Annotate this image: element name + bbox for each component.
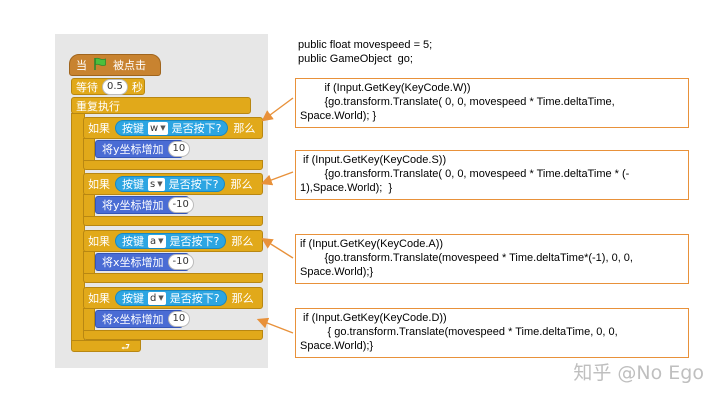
if-frame-bottom-w bbox=[83, 160, 263, 170]
key-label: 按键 bbox=[122, 178, 144, 191]
key-value: s bbox=[150, 178, 156, 190]
code-line: {go.transform.Translate( 0, 0, movespeed… bbox=[300, 168, 630, 180]
code-line: Space.World);} bbox=[300, 340, 374, 352]
code-line: {go.transform.Translate( 0, 0, movespeed… bbox=[300, 96, 615, 108]
change-y-block-w[interactable]: 将y坐标增加 10 bbox=[95, 140, 191, 158]
key-select-w[interactable]: w▼ bbox=[148, 121, 168, 135]
code-box-s: if (Input.GetKey(KeyCode.S)) {go.transfo… bbox=[295, 150, 689, 200]
watermark: 知乎 @No Ego bbox=[573, 362, 704, 384]
clicked-label: 被点击 bbox=[113, 59, 146, 72]
if-label: 如果 bbox=[88, 235, 110, 248]
loop-arrow-icon: ⮐ bbox=[121, 342, 130, 353]
code-line: if (Input.GetKey(KeyCode.A)) bbox=[300, 238, 444, 250]
code-line: public float movespeed = 5; bbox=[298, 39, 433, 51]
key-value: d bbox=[150, 292, 157, 304]
then-label: 那么 bbox=[230, 178, 253, 191]
code-line: Space.World);} bbox=[300, 266, 374, 278]
when-label: 当 bbox=[76, 59, 87, 72]
change-label: 将x坐标增加 bbox=[102, 313, 164, 326]
key-value: w bbox=[150, 122, 159, 134]
key-pressed-sensor-s[interactable]: 按键 s▼ 是否按下? bbox=[115, 176, 226, 192]
key-select-s[interactable]: s▼ bbox=[148, 177, 165, 191]
change-label: 将y坐标增加 bbox=[102, 143, 164, 156]
if-block-d[interactable]: 如果 按键 d▼ 是否按下? 那么 bbox=[83, 287, 263, 309]
change-x-block-d[interactable]: 将x坐标增加 10 bbox=[95, 310, 191, 328]
pressed-label: 是否按下? bbox=[171, 122, 222, 135]
dropdown-triangle-icon: ▼ bbox=[157, 179, 163, 188]
forever-block[interactable]: 重复执行 bbox=[71, 97, 251, 114]
key-label: 按键 bbox=[122, 292, 144, 305]
code-line: {go.transform.Translate(movespeed * Time… bbox=[300, 252, 633, 264]
change-value-input[interactable]: -10 bbox=[167, 254, 194, 270]
dropdown-triangle-icon: ▼ bbox=[158, 293, 164, 302]
arrow-d bbox=[256, 317, 294, 334]
key-pressed-sensor-w[interactable]: 按键 w▼ 是否按下? bbox=[115, 120, 229, 136]
code-line: 1),Space.World); } bbox=[300, 182, 393, 194]
wait-label: 等待 bbox=[76, 80, 98, 94]
if-label: 如果 bbox=[88, 122, 110, 135]
green-flag-icon bbox=[93, 57, 107, 74]
if-block-w[interactable]: 如果 按键 w▼ 是否按下? 那么 bbox=[83, 117, 263, 139]
dropdown-triangle-icon: ▼ bbox=[160, 123, 166, 132]
if-frame-bottom-a bbox=[83, 273, 263, 283]
if-label: 如果 bbox=[88, 292, 110, 305]
code-header: public float movespeed = 5; public GameO… bbox=[298, 38, 432, 66]
code-line: if (Input.GetKey(KeyCode.S)) bbox=[300, 154, 447, 166]
key-pressed-sensor-d[interactable]: 按键 d▼ 是否按下? bbox=[115, 290, 227, 306]
code-box-d: if (Input.GetKey(KeyCode.D)) { go.transf… bbox=[295, 308, 689, 358]
code-box-a: if (Input.GetKey(KeyCode.A)) {go.transfo… bbox=[295, 234, 689, 284]
key-label: 按键 bbox=[122, 235, 144, 248]
wait-block[interactable]: 等待 0.5 秒 bbox=[71, 78, 145, 95]
code-line: public GameObject go; bbox=[298, 53, 413, 65]
code-box-w: if (Input.GetKey(KeyCode.W)) {go.transfo… bbox=[295, 78, 689, 128]
change-label: 将y坐标增加 bbox=[102, 199, 164, 212]
arrow-s bbox=[260, 171, 294, 186]
dropdown-triangle-icon: ▼ bbox=[158, 236, 164, 245]
then-label: 那么 bbox=[231, 292, 254, 305]
change-x-block-a[interactable]: 将x坐标增加 -10 bbox=[95, 253, 194, 271]
arrow-a bbox=[261, 238, 294, 259]
key-label: 按键 bbox=[122, 122, 144, 135]
then-label: 那么 bbox=[231, 235, 254, 248]
code-line: if (Input.GetKey(KeyCode.W)) bbox=[300, 82, 471, 94]
change-y-block-s[interactable]: 将y坐标增加 -10 bbox=[95, 196, 194, 214]
when-flag-clicked-block[interactable]: 当 被点击 bbox=[69, 54, 161, 76]
key-pressed-sensor-a[interactable]: 按键 a▼ 是否按下? bbox=[115, 233, 227, 249]
change-label: 将x坐标增加 bbox=[102, 256, 164, 269]
code-line: { go.transform.Translate(movespeed * Tim… bbox=[300, 326, 618, 338]
scratch-script-panel: 当 被点击 等待 0.5 秒 重复执行 ⮐ 如果 按键 w▼ 是否按下? 那么 … bbox=[55, 34, 268, 368]
change-value-input[interactable]: -10 bbox=[167, 197, 194, 213]
change-value-input[interactable]: 10 bbox=[167, 141, 191, 157]
then-label: 那么 bbox=[233, 122, 256, 135]
code-line: Space.World); } bbox=[300, 110, 377, 122]
arrow-w bbox=[261, 97, 294, 122]
forever-frame-bottom bbox=[71, 340, 141, 352]
forever-label: 重复执行 bbox=[76, 99, 120, 113]
if-frame-bottom-s bbox=[83, 216, 263, 226]
key-select-d[interactable]: d▼ bbox=[148, 291, 166, 305]
change-value-input[interactable]: 10 bbox=[167, 311, 191, 327]
pressed-label: 是否按下? bbox=[169, 292, 220, 305]
if-block-s[interactable]: 如果 按键 s▼ 是否按下? 那么 bbox=[83, 173, 263, 195]
key-value: a bbox=[150, 235, 157, 247]
seconds-unit-label: 秒 bbox=[131, 80, 143, 94]
if-block-a[interactable]: 如果 按键 a▼ 是否按下? 那么 bbox=[83, 230, 263, 252]
if-label: 如果 bbox=[88, 178, 110, 191]
code-line: if (Input.GetKey(KeyCode.D)) bbox=[300, 312, 447, 324]
pressed-label: 是否按下? bbox=[168, 178, 219, 191]
key-select-a[interactable]: a▼ bbox=[148, 234, 166, 248]
if-frame-bottom-d bbox=[83, 330, 263, 340]
wait-seconds-input[interactable]: 0.5 bbox=[102, 78, 128, 95]
pressed-label: 是否按下? bbox=[169, 235, 220, 248]
